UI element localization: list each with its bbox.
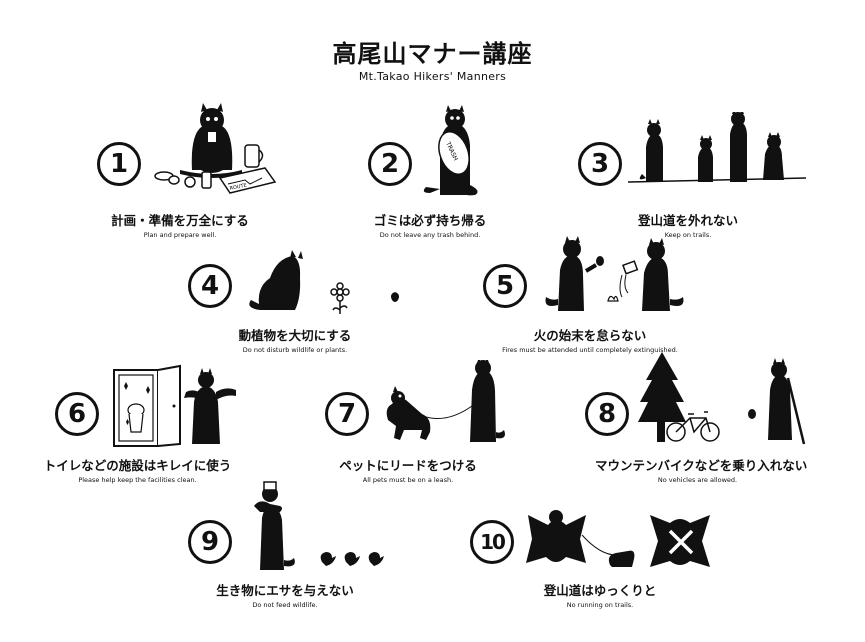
manner-subtitle-5: Fires must be attended until completely … [502,346,678,354]
manner-subtitle-2: Do not leave any trash behind. [379,231,481,239]
number-badge-4: 4 [188,264,232,308]
cat-toilet-icon [113,364,236,447]
cat-bicycle-icon [638,352,806,445]
flying-squirrel-icon [526,510,710,567]
manner-title-5: 火の始末を怠らない [533,328,647,343]
number-badge-5: 5 [483,264,527,308]
number-badge-8: 8 [585,392,629,436]
manner-subtitle-3: Keep on trails. [664,231,712,239]
number-badge-9: 9 [188,520,232,564]
page-subtitle: Mt.Takao Hikers' Manners [358,70,507,83]
number-badge-1: 1 [97,142,141,186]
map-label: ROUTE [229,182,247,191]
cats-on-trail-icon [628,112,807,183]
manner-subtitle-7: All pets must be on a leash. [362,476,454,484]
manner-subtitle-6: Please help keep the facilities clean. [78,476,197,484]
cat-birds-icon [254,481,384,570]
manner-subtitle-10: No running on trails. [566,601,634,609]
manner-title-6: トイレなどの施設はキレイに使う [43,458,232,473]
manner-title-8: マウンテンバイクなどを乗り入れない [595,458,808,473]
number-badge-3: 3 [578,142,622,186]
cat-dog-leash-icon [386,360,505,442]
manner-title-2: ゴミは必ず持ち帰る [373,213,487,228]
cats-fire-icon [545,236,684,311]
manner-title-10: 登山道はゆっくりと [543,583,657,598]
cat-flower-icon [249,250,399,314]
cat-trash-bag-icon: TRASH [423,105,478,196]
manner-subtitle-4: Do not disturb wildlife or plants. [242,346,348,354]
number-badge-2: 2 [368,142,412,186]
manner-title-9: 生き物にエサを与えない [216,583,354,598]
manner-title-3: 登山道を外れない [637,213,738,228]
number-badge-10: 10 [470,520,514,564]
manner-subtitle-8: No vehicles are allowed. [657,476,738,484]
cat-planning-icon: ROUTE [154,103,277,194]
manner-subtitle-1: Plan and prepare well. [143,231,217,239]
number-badge-6: 6 [55,392,99,436]
manner-title-4: 動植物を大切にする [238,328,352,343]
manner-subtitle-9: Do not feed wildlife. [252,601,318,609]
manner-title-1: 計画・準備を万全にする [111,213,249,228]
number-badge-7: 7 [325,392,369,436]
page-title: 高尾山マナー講座 [332,40,533,68]
manner-title-7: ペットにリードをつける [339,458,477,473]
